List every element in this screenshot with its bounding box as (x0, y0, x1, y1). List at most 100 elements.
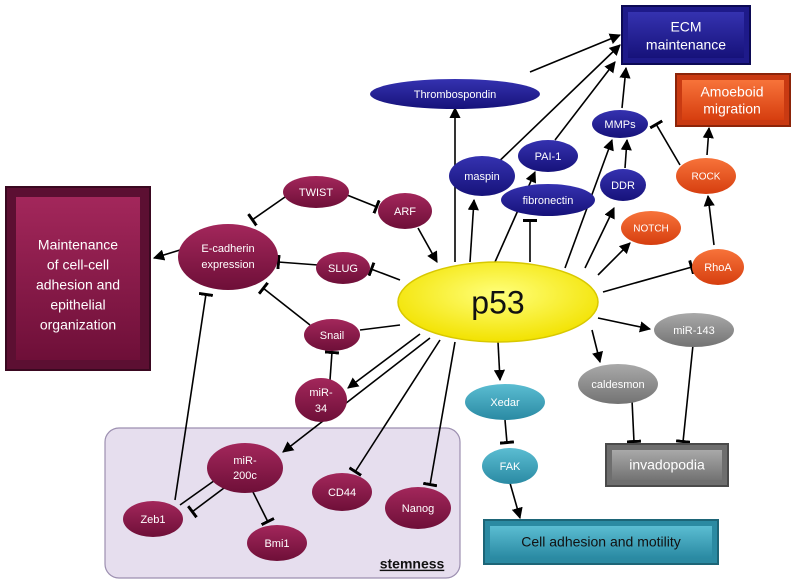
edge-rock-amoeboid (702, 126, 714, 156)
cell-adhesion-label: Cell adhesion and motility (521, 534, 681, 550)
edge-p53-xedar (493, 341, 506, 382)
edge-arf-p53 (417, 227, 438, 263)
ecadherin-label-2: expression (201, 259, 254, 271)
xedar-node: Xedar (465, 384, 545, 420)
edge-caldesmon-invadopodia (626, 399, 642, 444)
maintenance-label-2: of cell-cell (47, 257, 109, 273)
ecm-maintenance-box: ECM maintenance (621, 5, 751, 65)
mir143-node: miR-143 (654, 313, 734, 347)
edge-mir143-invadopodia (675, 344, 694, 444)
maintenance-label-1: Maintenance (38, 237, 118, 253)
zeb1-label: Zeb1 (140, 514, 165, 526)
edge-zeb1-ecadherin (174, 291, 214, 501)
mir34-node: miR- 34 (295, 378, 347, 422)
stemness-label: stemness (380, 556, 445, 572)
mir143-label: miR-143 (673, 325, 715, 337)
mmps-node: MMPs (592, 110, 648, 138)
edge-mmps-ecm (619, 66, 631, 109)
stemness-region (104, 427, 461, 579)
ddr-node: DDR (600, 169, 646, 201)
edge-rhoa-rock (703, 194, 715, 246)
edge-p53-mir34 (347, 333, 421, 389)
mir200c-node: miR- 200c (207, 443, 283, 493)
nanog-node: Nanog (385, 487, 451, 529)
ecm-label-2: maintenance (646, 37, 726, 53)
invadopodia-box: invadopodia (605, 443, 729, 487)
maspin-node: maspin (449, 156, 515, 196)
fibronectin-label: fibronectin (523, 195, 574, 207)
maintenance-box: Maintenance of cell-cell adhesion and ep… (5, 186, 151, 371)
edge-p53-mir200c (282, 337, 431, 453)
rhoa-node: RhoA (692, 249, 744, 285)
edge-snail-ecadherin (257, 281, 311, 326)
snail-node: Snail (304, 319, 360, 351)
edge-twist-ecadherin (247, 196, 286, 227)
p53-label: p53 (471, 284, 524, 320)
edge-p53-snail (359, 324, 401, 331)
p53-node: p53 (397, 261, 599, 343)
edge-xedar-fak (499, 419, 515, 445)
invadopodia-label: invadopodia (629, 457, 705, 473)
rock-label: ROCK (692, 172, 721, 183)
twist-label: TWIST (299, 187, 333, 199)
edge-p53-maspin (467, 198, 479, 263)
pai1-node: PAI-1 (518, 140, 578, 172)
notch-node: NOTCH (621, 211, 681, 245)
edge-p53-caldesmon (591, 329, 603, 364)
notch-label: NOTCH (633, 224, 669, 235)
zeb1-node: Zeb1 (123, 501, 183, 537)
arf-node: ARF (378, 193, 432, 229)
edge-mir200c-bmi1 (251, 489, 275, 527)
edge-maspin-ecm (489, 44, 621, 171)
slug-node: SLUG (316, 252, 370, 284)
bmi1-node: Bmi1 (247, 525, 307, 561)
ecadherin-label-1: E-cadherin (201, 243, 254, 255)
fak-label: FAK (500, 461, 521, 473)
cell-adhesion-box: Cell adhesion and motility (483, 519, 719, 565)
fak-node: FAK (482, 448, 538, 484)
pai1-label: PAI-1 (535, 151, 562, 163)
xedar-label: Xedar (490, 397, 520, 409)
edge-twist-arf (346, 194, 381, 214)
ecadherin-node: E-cadherin expression (178, 224, 278, 290)
edge-slug-ecadherin (276, 254, 319, 270)
maspin-label: maspin (464, 171, 499, 183)
rhoa-label: RhoA (704, 262, 732, 274)
fibronectin-node: fibronectin (501, 184, 595, 216)
maintenance-label-4: epithelial (50, 297, 105, 313)
edge-p53-mir143 (597, 317, 652, 333)
edge-thrombospondin-ecm (529, 33, 622, 73)
edge-p53-notch (597, 242, 631, 276)
cd44-label: CD44 (328, 487, 356, 499)
edge-ecadherin-maintenance (152, 249, 181, 261)
arf-label: ARF (394, 206, 416, 218)
caldesmon-node: caldesmon (578, 364, 658, 404)
cd44-node: CD44 (312, 473, 372, 511)
twist-node: TWIST (283, 176, 349, 208)
edge-p53-cd44 (348, 339, 441, 477)
edge-ddr-mmps (620, 138, 632, 169)
amoeboid-label-1: Amoeboid (700, 84, 763, 100)
edges (152, 33, 715, 527)
edge-fak-celladhesion (509, 482, 523, 520)
edge-mir34-snail (324, 350, 340, 381)
edge-p53-rhoa (602, 259, 695, 293)
ddr-label: DDR (611, 180, 635, 192)
ecm-label-1: ECM (670, 19, 701, 35)
mmps-label: MMPs (604, 119, 636, 131)
amoeboid-label-2: migration (703, 101, 761, 117)
edge-zeb1-mir200c (179, 471, 223, 506)
mir200c-label-2: 200c (233, 470, 257, 482)
edge-rock-mmps (649, 119, 681, 166)
edge-pai1-ecm (554, 61, 616, 141)
edge-p53-nanog (422, 341, 456, 488)
maintenance-label-5: organization (40, 317, 116, 333)
mir200c-label-1: miR- (233, 455, 257, 467)
bmi1-label: Bmi1 (264, 538, 289, 550)
caldesmon-label: caldesmon (591, 379, 644, 391)
slug-label: SLUG (328, 263, 358, 275)
rock-node: ROCK (676, 158, 736, 194)
thrombospondin-node: Thrombospondin (370, 79, 540, 109)
